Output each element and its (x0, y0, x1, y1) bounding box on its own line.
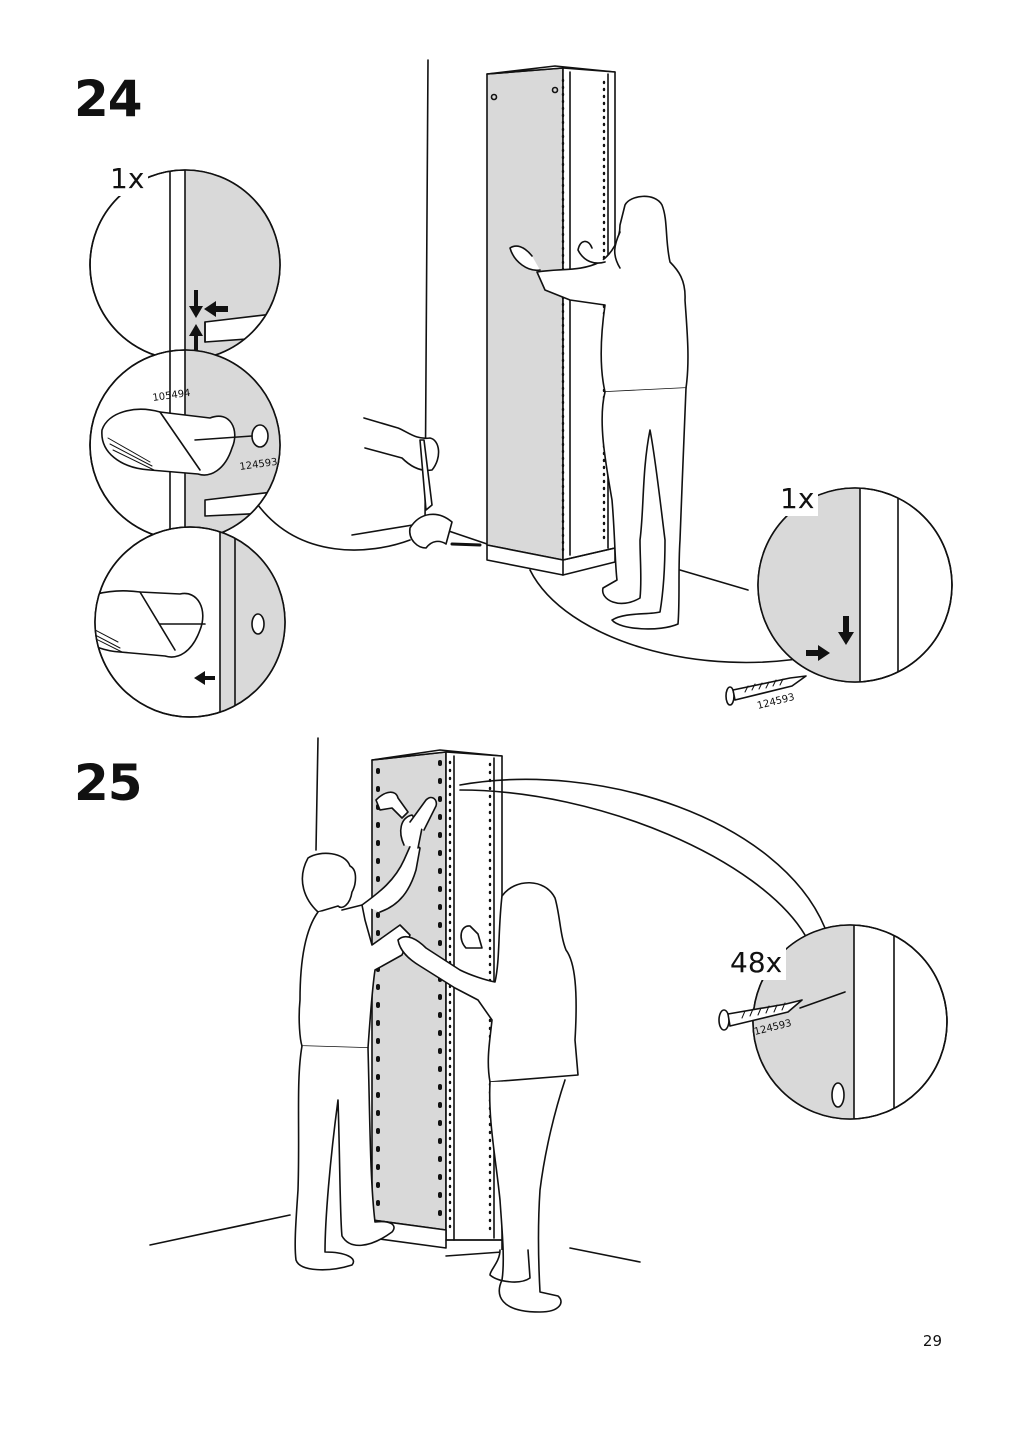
nail-icon-25 (718, 999, 803, 1031)
leader-line-24b (257, 504, 411, 551)
leader-line-24a (529, 569, 821, 664)
hand-with-hammer (363, 417, 482, 549)
part-id-124593-a: 124593 (239, 457, 278, 473)
nail-icon-24 (725, 675, 807, 706)
detail-circle-25 (752, 924, 948, 1120)
detail-circle-bottom (94, 526, 286, 718)
leader-line-25 (459, 778, 826, 929)
detail-circle-middle (89, 349, 281, 541)
quantity-label-floor: 1x (776, 482, 819, 516)
step-number-24: 24 (74, 70, 143, 128)
part-id-105494: 105494 (152, 388, 191, 404)
step-number-25: 25 (74, 754, 143, 812)
part-id-124593-b: 124593 (756, 692, 796, 712)
detail-circle-floor (757, 487, 953, 683)
person-holding-cabinet (397, 882, 579, 1313)
quantity-label-top: 1x (106, 162, 149, 196)
quantity-label-48: 48x (726, 946, 787, 980)
person-hammering (294, 791, 438, 1271)
page-number: 29 (922, 1332, 942, 1350)
detail-circle-top (89, 169, 281, 361)
leader-line-25b (459, 789, 806, 936)
person-pushing-cabinet (509, 195, 689, 630)
cabinet-24 (486, 65, 616, 576)
room-lines-25 (149, 737, 641, 1263)
